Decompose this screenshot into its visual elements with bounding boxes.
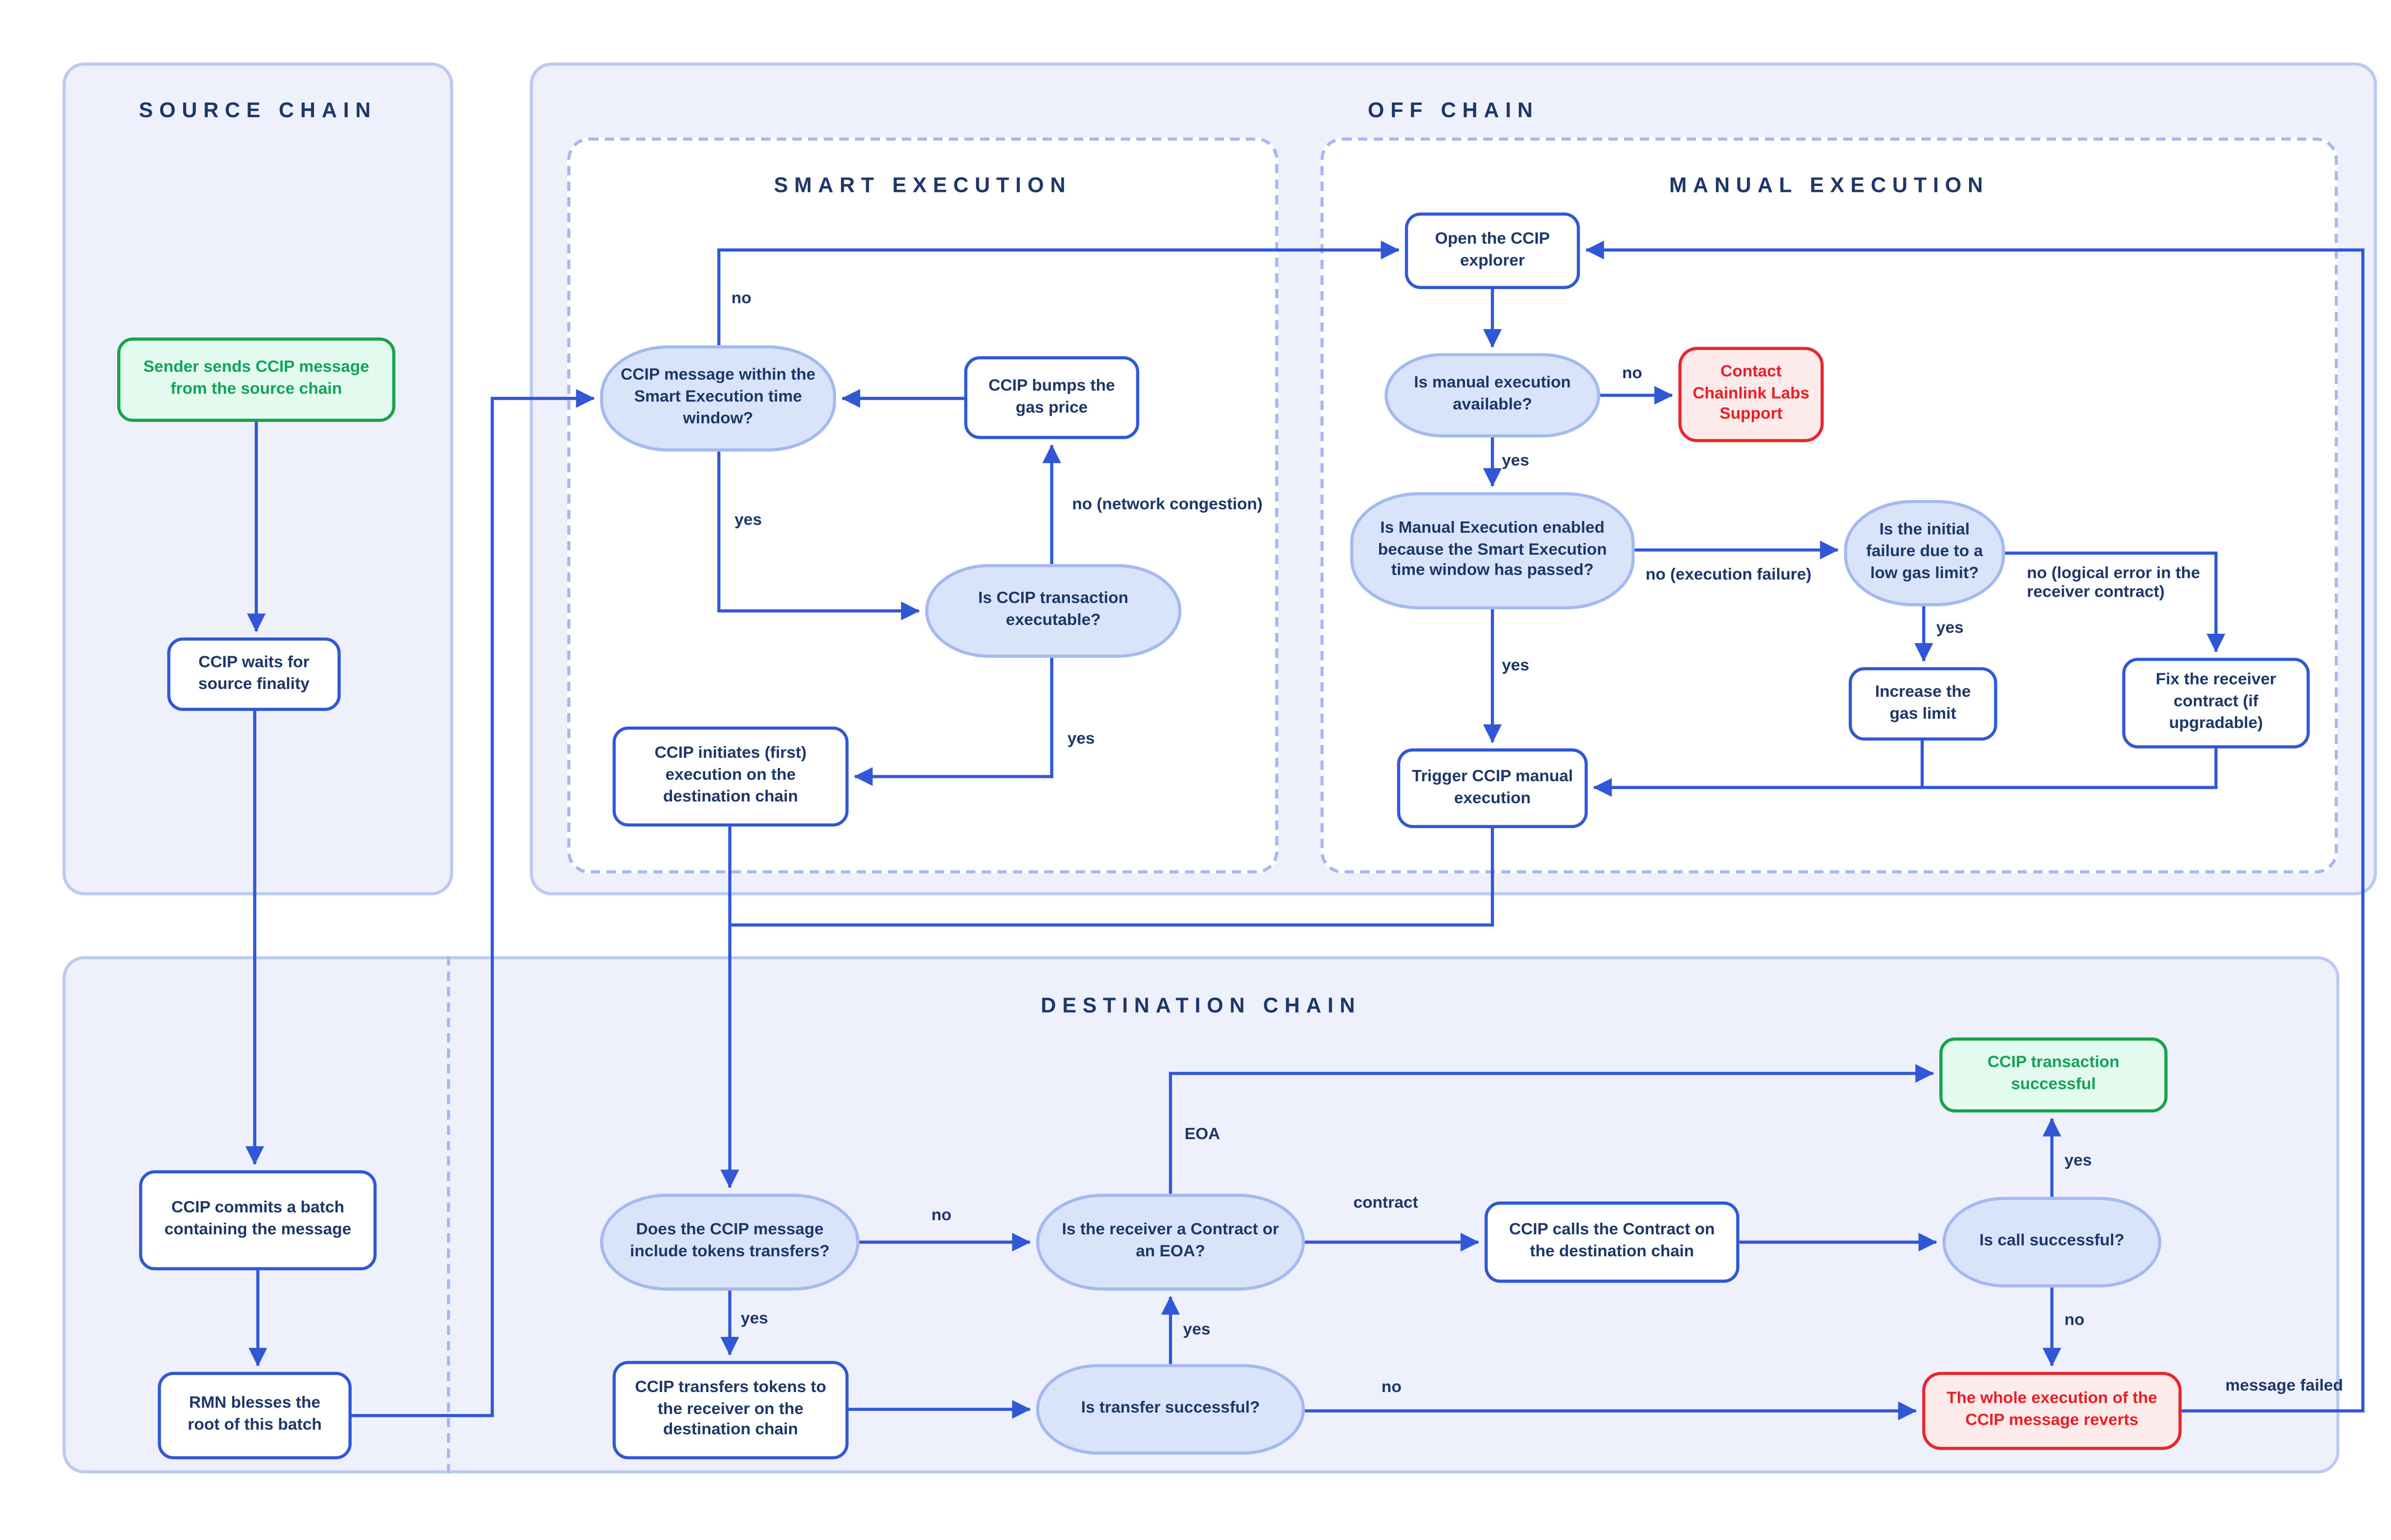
- label-window-no: no: [731, 289, 752, 308]
- label-receiver-contract: contract: [1353, 1193, 1418, 1213]
- decision-manual-execution-available: Is manual execution available?: [1384, 353, 1600, 437]
- node-transaction-successful: CCIP transaction successful: [1939, 1037, 2168, 1113]
- node-bumps-gas-price: CCIP bumps the gas price: [964, 356, 1139, 439]
- label-transfer-no: no: [1381, 1378, 1402, 1397]
- label-manual-no: no: [1622, 364, 1642, 383]
- node-commits-batch: CCIP commits a batch containing the mess…: [139, 1170, 377, 1270]
- decision-smart-execution-window: CCIP message within the Smart Execution …: [600, 345, 836, 452]
- manual-execution-title: MANUAL EXECUTION: [1669, 173, 1990, 197]
- node-increase-gas-limit: Increase the gas limit: [1848, 667, 1997, 741]
- label-receiver-eoa: EOA: [1184, 1125, 1220, 1144]
- node-waits-source-finality: CCIP waits for source finality: [167, 637, 341, 711]
- label-failure-yes: yes: [1936, 619, 1964, 638]
- label-logical-error: no (logical error in the receiver contra…: [2027, 564, 2201, 602]
- node-fix-receiver-contract: Fix the receiver contract (if upgradable…: [2122, 658, 2310, 749]
- destination-lane-divider: [447, 956, 450, 1474]
- label-manual-yes: yes: [1502, 451, 1530, 471]
- decision-includes-token-transfers: Does the CCIP message include tokens tra…: [600, 1193, 860, 1291]
- label-tokens-no: no: [931, 1206, 952, 1225]
- label-executable-yes: yes: [1067, 729, 1095, 749]
- node-contact-chainlink-support: Contact Chainlink Labs Support: [1678, 347, 1824, 442]
- source-chain-panel: SOURCE CHAIN: [63, 62, 453, 895]
- decision-receiver-contract-or-eoa: Is the receiver a Contract or an EOA?: [1036, 1193, 1305, 1291]
- label-transfer-yes: yes: [1183, 1320, 1211, 1339]
- label-execution-failure: no (execution failure): [1645, 565, 1812, 584]
- destination-chain-title: DESTINATION CHAIN: [1041, 994, 1362, 1018]
- label-message-failed: message failed: [2225, 1376, 2343, 1395]
- decision-manual-execution-enabled: Is Manual Execution enabled because the …: [1350, 492, 1635, 609]
- smart-execution-title: SMART EXECUTION: [774, 173, 1072, 197]
- label-call-yes: yes: [2064, 1151, 2092, 1170]
- node-trigger-manual-execution: Trigger CCIP manual execution: [1397, 748, 1588, 828]
- decision-transaction-executable: Is CCIP transaction executable?: [925, 564, 1182, 658]
- node-calls-contract-destination: CCIP calls the Contract on the destinati…: [1485, 1201, 1740, 1283]
- label-call-no: no: [2064, 1311, 2085, 1330]
- node-initiates-first-execution: CCIP initiates (first) execution on the …: [612, 727, 849, 827]
- node-transfers-tokens: CCIP transfers tokens to the receiver on…: [612, 1361, 849, 1459]
- label-window-yes: yes: [734, 511, 762, 530]
- node-open-ccip-explorer: Open the CCIP explorer: [1405, 212, 1580, 289]
- label-tokens-yes: yes: [740, 1309, 768, 1328]
- node-sender-sends-message: Sender sends CCIP message from the sourc…: [117, 337, 396, 422]
- label-network-congestion: no (network congestion): [1072, 495, 1263, 514]
- label-enabled-yes: yes: [1502, 656, 1530, 675]
- source-chain-title: SOURCE CHAIN: [139, 98, 377, 122]
- off-chain-title: OFF CHAIN: [1367, 98, 1539, 122]
- decision-initial-failure-low-gas: Is the initial failure due to a low gas …: [1844, 500, 2005, 606]
- decision-call-successful: Is call successful?: [1942, 1197, 2161, 1288]
- decision-transfer-successful: Is transfer successful?: [1036, 1364, 1305, 1455]
- node-execution-reverts: The whole execution of the CCIP message …: [1922, 1372, 2182, 1450]
- node-rmn-blesses-root: RMN blesses the root of this batch: [158, 1372, 352, 1459]
